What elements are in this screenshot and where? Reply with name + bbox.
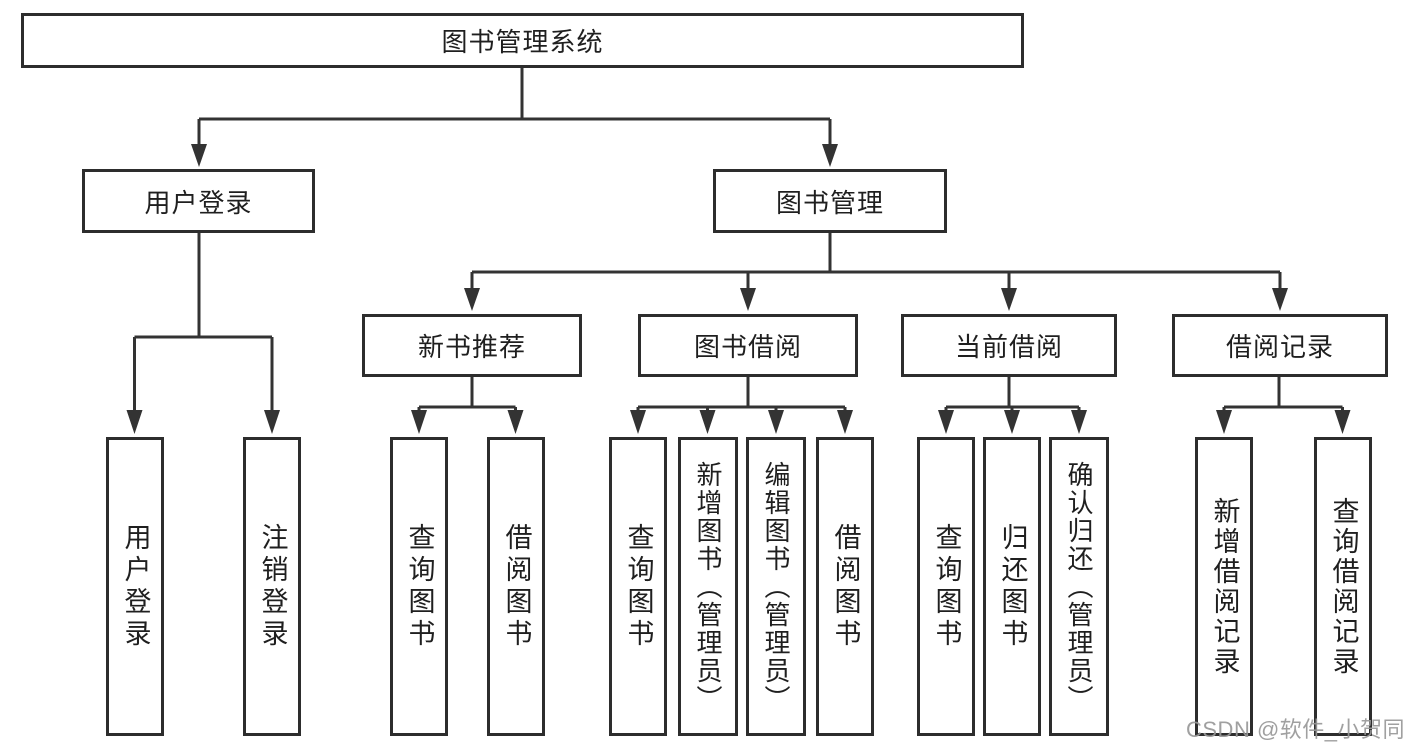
node-label: 查询图书 <box>931 522 962 651</box>
leaf-recommend-borrow-book: 借阅图书 <box>487 437 545 736</box>
node-label: 图书借阅 <box>693 332 802 362</box>
node-label: 新增借阅记录 <box>1209 496 1240 677</box>
node-label: 查询图书 <box>404 522 435 651</box>
node-system-root: 图书管理系统 <box>21 13 1024 68</box>
leaf-borrowing-add-book-admin: 新增图书（管理员） <box>678 437 738 736</box>
leaf-current-confirm-return-admin: 确认归还（管理员） <box>1049 437 1109 736</box>
node-label: 用户登录 <box>120 522 151 651</box>
leaf-borrowing-query-book: 查询图书 <box>609 437 667 736</box>
leaf-borrowing-borrow-book: 借阅图书 <box>816 437 874 736</box>
node-label: 当前借阅 <box>954 332 1063 362</box>
node-label: 借阅记录 <box>1225 332 1334 362</box>
node-book-borrowing: 图书借阅 <box>638 314 858 377</box>
node-book-management: 图书管理 <box>713 169 947 233</box>
leaf-records-add-record: 新增借阅记录 <box>1195 437 1253 736</box>
node-current-borrowing: 当前借阅 <box>901 314 1117 377</box>
leaf-logout: 注销登录 <box>243 437 301 736</box>
node-label: 查询图书 <box>623 522 654 651</box>
node-label: 确认归还（管理员） <box>1064 460 1094 713</box>
leaf-user-login: 用户登录 <box>106 437 164 736</box>
node-new-book-recommend: 新书推荐 <box>362 314 582 377</box>
leaf-recommend-query-book: 查询图书 <box>390 437 448 736</box>
node-borrowing-records: 借阅记录 <box>1172 314 1388 377</box>
leaf-borrowing-edit-book-admin: 编辑图书（管理员） <box>746 437 806 736</box>
node-label: 图书管理系统 <box>441 27 604 57</box>
node-label: 编辑图书（管理员） <box>761 460 791 713</box>
watermark: CSDN @软件_小贺同学 <box>1186 717 1405 742</box>
node-label: 归还图书 <box>997 522 1028 651</box>
node-user-login: 用户登录 <box>82 169 315 233</box>
node-label: 注销登录 <box>257 522 288 651</box>
node-label: 借阅图书 <box>830 522 861 651</box>
node-label: 用户登录 <box>144 187 253 218</box>
leaf-current-query-book: 查询图书 <box>917 437 975 736</box>
node-label: 图书管理 <box>775 187 884 218</box>
leaf-current-return-book: 归还图书 <box>983 437 1041 736</box>
node-label: 新增图书（管理员） <box>693 460 723 713</box>
node-label: 查询借阅记录 <box>1328 496 1359 677</box>
leaf-records-query-record: 查询借阅记录 <box>1314 437 1372 736</box>
node-label: 借阅图书 <box>501 522 532 651</box>
node-label: 新书推荐 <box>417 332 526 362</box>
